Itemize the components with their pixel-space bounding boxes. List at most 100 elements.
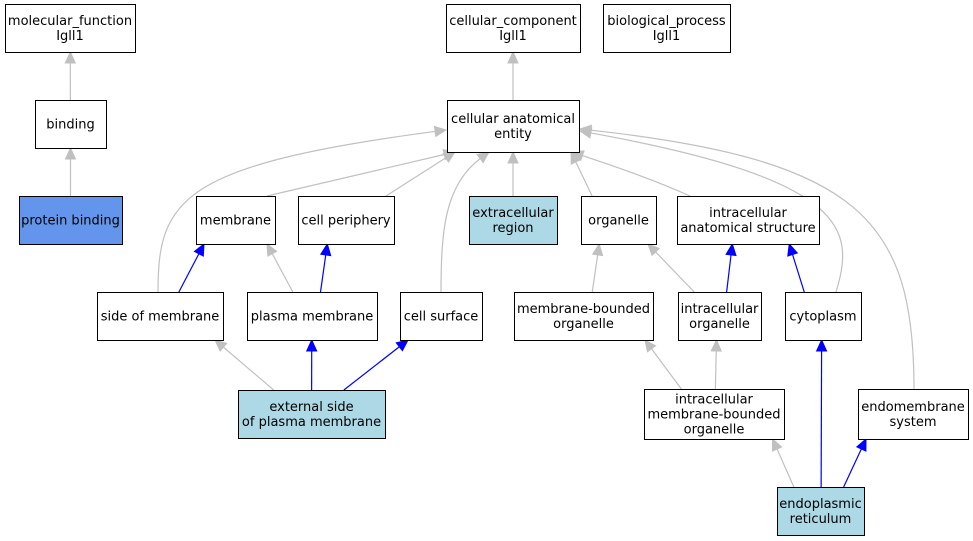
edge-line: [385, 157, 447, 197]
edge-cytoplasm-to-ias: [787, 242, 805, 293]
node-box: [447, 100, 580, 153]
edge-line: [591, 254, 599, 293]
node-label-line: organelle: [588, 214, 649, 229]
node-label-line: cytoplasm: [789, 310, 856, 325]
node-box: [678, 292, 762, 341]
node-plasma-membrane[interactable]: plasma membrane: [247, 292, 378, 341]
arrowhead: [710, 338, 722, 352]
node-label-line: plasma membrane: [251, 310, 374, 325]
node-label-line: organelle: [553, 317, 614, 332]
node-box: [603, 4, 731, 53]
node-cell-surface[interactable]: cell surface: [400, 292, 483, 341]
arrowhead: [507, 50, 519, 64]
node-box: [5, 4, 136, 53]
arrowhead: [442, 151, 457, 164]
node-label-line: of plasma membrane: [242, 415, 381, 430]
node-label-line: cellular anatomical: [451, 112, 575, 127]
node-box: [238, 390, 386, 439]
node-box: [514, 292, 654, 341]
edge-cell_periphery-to-cae: [385, 151, 457, 197]
edge-line: [582, 154, 691, 197]
node-cytoplasm[interactable]: cytoplasm: [785, 292, 862, 341]
arrowhead: [771, 437, 783, 452]
node-label-line: intracellular: [709, 206, 787, 221]
node-box: [298, 196, 395, 245]
edge-cae-to-cc_root: [507, 50, 519, 100]
node-cell-periphery[interactable]: cell periphery: [298, 196, 395, 245]
arrowhead: [319, 242, 332, 257]
arrowhead: [476, 151, 490, 164]
edge-line: [590, 129, 915, 390]
arrowhead: [395, 339, 409, 352]
edge-imbo-to-mbo: [644, 339, 682, 390]
node-label-line: biological_process: [607, 14, 726, 29]
node-label-line: binding: [46, 118, 94, 133]
arrowhead: [647, 243, 661, 257]
edge-line: [222, 346, 275, 391]
node-box: [35, 100, 107, 149]
node-box: [677, 196, 820, 245]
node-label-line: system: [890, 415, 937, 430]
node-label-line: extracellular: [472, 206, 554, 221]
edge-extracellular_region-to-cae: [507, 150, 519, 196]
edge-esopm-to-cell_surface: [343, 339, 409, 391]
edge-line: [271, 253, 294, 293]
node-label-line: membrane-bounded: [517, 302, 650, 317]
edge-line: [343, 346, 400, 391]
edge-line: [791, 254, 805, 293]
node-organelle[interactable]: organelle: [581, 196, 657, 245]
node-box: [196, 196, 276, 245]
node-protein-binding[interactable]: protein binding: [19, 196, 123, 245]
node-label-line: external side: [269, 400, 353, 415]
arrowhead: [815, 338, 828, 352]
edge-line: [157, 130, 436, 293]
node-box: [581, 196, 657, 245]
node-label-line: anatomical structure: [680, 221, 815, 236]
node-label-line: Igll1: [653, 29, 681, 44]
edge-endomembrane-to-cae: [578, 124, 915, 390]
node-box: [97, 292, 224, 341]
node-box: [858, 389, 969, 440]
edge-line: [655, 251, 695, 293]
node-label-line: Igll1: [56, 29, 84, 44]
arrowhead: [64, 50, 77, 64]
node-label-line: endoplasmic: [779, 497, 861, 512]
node-label-line: Igll1: [499, 29, 527, 44]
edges-layer: [64, 50, 915, 488]
node-membrane[interactable]: membrane: [196, 196, 276, 245]
edge-ias-to-cae: [570, 150, 691, 197]
edge-binding-to-mf_root: [64, 50, 77, 101]
arrowhead: [591, 242, 604, 257]
arrowhead: [433, 125, 448, 138]
node-label-line: cellular_component: [449, 14, 577, 29]
edge-cell_surface-to-cae: [440, 151, 490, 293]
node-binding[interactable]: binding: [35, 100, 107, 149]
node-label-line: cell periphery: [301, 214, 391, 229]
arrowhead: [787, 242, 799, 257]
edge-line: [319, 254, 327, 293]
edge-side_of_membrane-to-cae: [157, 125, 448, 293]
arrowhead: [305, 338, 318, 352]
edge-protein_binding-to-binding: [64, 146, 77, 197]
node-side-of-membrane[interactable]: side of membrane: [97, 292, 224, 341]
node-label-line: protein binding: [21, 214, 120, 229]
edge-side_of_membrane-to-membrane: [178, 242, 205, 293]
edge-line: [575, 161, 593, 197]
edge-io-to-organelle: [647, 243, 695, 293]
edge-imbo-to-io: [710, 338, 722, 390]
node-label-line: membrane-bounded: [647, 408, 780, 423]
